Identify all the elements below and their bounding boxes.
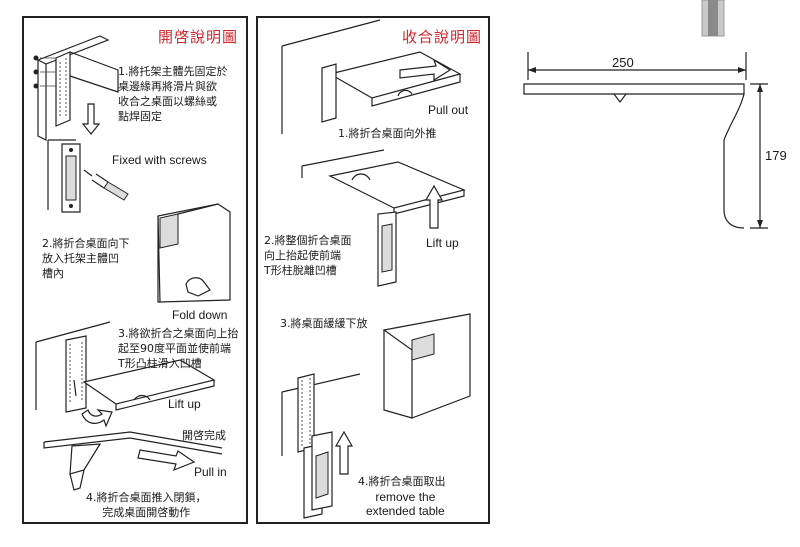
close-step1-note: 1.將折合桌面向外推 — [338, 127, 437, 140]
open-step2-illustration — [157, 203, 231, 303]
open-step3-note: 3.將欲折合之桌面向上抬 起至90度平面並使前端 T形凸柱滑入凹槽 — [118, 327, 239, 370]
close-step2-note: 2.將整個折合桌面 向上抬起使前端 T形柱脫離凹槽 — [264, 234, 352, 277]
width-dimension: 250 — [612, 55, 634, 70]
lift-up-label-close: Lift up — [426, 236, 459, 250]
close-panel-title: 收合說明圖 — [402, 28, 483, 46]
fold-down-label: Fold down — [172, 308, 228, 322]
bracket-technical-drawing — [523, 0, 768, 229]
close-step3-note: 3.將桌面緩緩下放 — [280, 317, 368, 330]
open-step3-illustration — [35, 321, 216, 428]
open-panel-title: 開啓說明圖 — [158, 28, 239, 46]
close-instructions-panel — [256, 16, 490, 524]
open-step2-note: 2.將折合桌面向下 放入托架主體凹 槽內 — [42, 237, 130, 280]
lift-up-label-open: Lift up — [168, 397, 201, 411]
pull-in-label: Pull in — [194, 465, 227, 479]
close-step1-illustration — [281, 19, 462, 134]
close-step2-illustration — [301, 149, 466, 287]
close-step4-note: 4.將折合桌面取出 — [358, 475, 446, 488]
open-step4-illustration — [43, 431, 223, 491]
height-dimension: 179 — [765, 148, 787, 163]
remove-extended-table-label: remove the extended table — [366, 490, 445, 518]
fixed-with-screws-label: Fixed with screws — [112, 153, 207, 167]
open-step1-illustration — [33, 35, 129, 213]
close-step4-illustration — [303, 430, 354, 519]
pull-out-label: Pull out — [428, 103, 469, 117]
open-complete-label: 開啓完成 — [182, 429, 226, 442]
open-step4-note: 4.將折合桌面推入閉鎖， 完成桌面開啓動作 — [86, 491, 207, 519]
open-step1-note: 1.將托架主體先固定於 桌邊緣再將滑片與欲 收合之桌面以螺絲或 點焊固定 — [118, 65, 228, 123]
close-step3-illustration — [281, 313, 471, 456]
